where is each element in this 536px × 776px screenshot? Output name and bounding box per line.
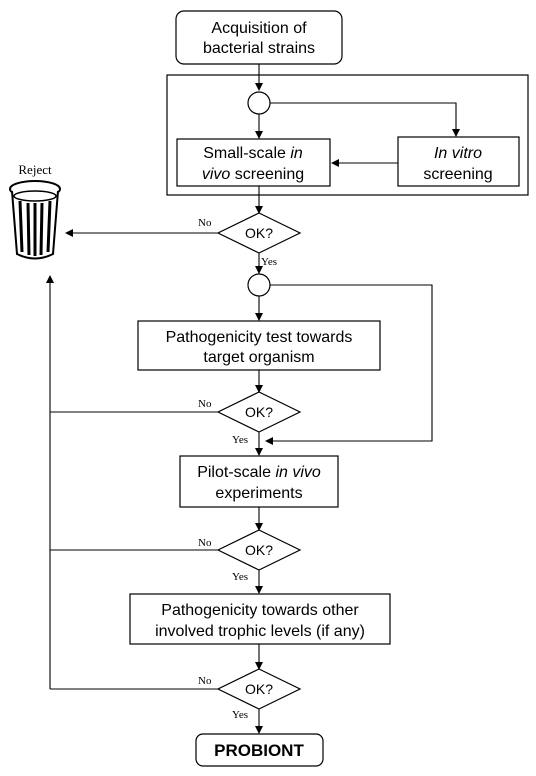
in-vitro-line1: In vitro [434,145,482,162]
decision-2-no: No [198,398,212,410]
pathogenicity-other-box [129,593,391,645]
decision-4-label: OK? [245,681,273,697]
pathogenicity-target-line2: target organism [203,349,314,366]
start-label-line2: bacterial strains [203,40,315,57]
decision-4-no: No [198,675,212,687]
in-vitro-screening-box [397,136,520,187]
decision-3-yes: Yes [232,571,248,583]
small-scale-screening-box [176,138,331,187]
small-scale-line1: Small-scale in [203,145,303,162]
start-label-line1: Acquisition of [211,20,307,37]
decision-3-no: No [198,537,212,549]
split-node-2 [247,273,271,297]
probiont-label: PROBIONT [214,741,304,760]
screening-container [166,74,529,196]
pilot-scale-line2: experiments [215,485,302,502]
in-vitro-line2: screening [423,166,492,183]
pathogenicity-target-box [137,320,381,371]
trash-bin-icon [9,180,61,260]
pathogenicity-other-line2: involved trophic levels (if any) [155,623,365,640]
decision-2-label: OK? [245,404,273,420]
decision-4-yes: Yes [232,709,248,721]
decision-1-label: OK? [245,225,273,241]
decision-1-no: No [198,217,212,229]
split-node-1 [247,91,271,115]
decision-3-label: OK? [245,542,273,558]
reject-label: Reject [18,162,52,177]
pilot-scale-box [179,455,339,508]
small-scale-line2: vivo screening [202,166,304,183]
decision-2-yes: Yes [232,434,248,446]
pilot-scale-line1: Pilot-scale in vivo [197,464,321,481]
pathogenicity-other-line1: Pathogenicity towards other [161,602,359,619]
decision-1-yes: Yes [261,256,277,268]
probiont-box [195,733,324,767]
pathogenicity-target-line1: Pathogenicity test towards [166,329,353,346]
